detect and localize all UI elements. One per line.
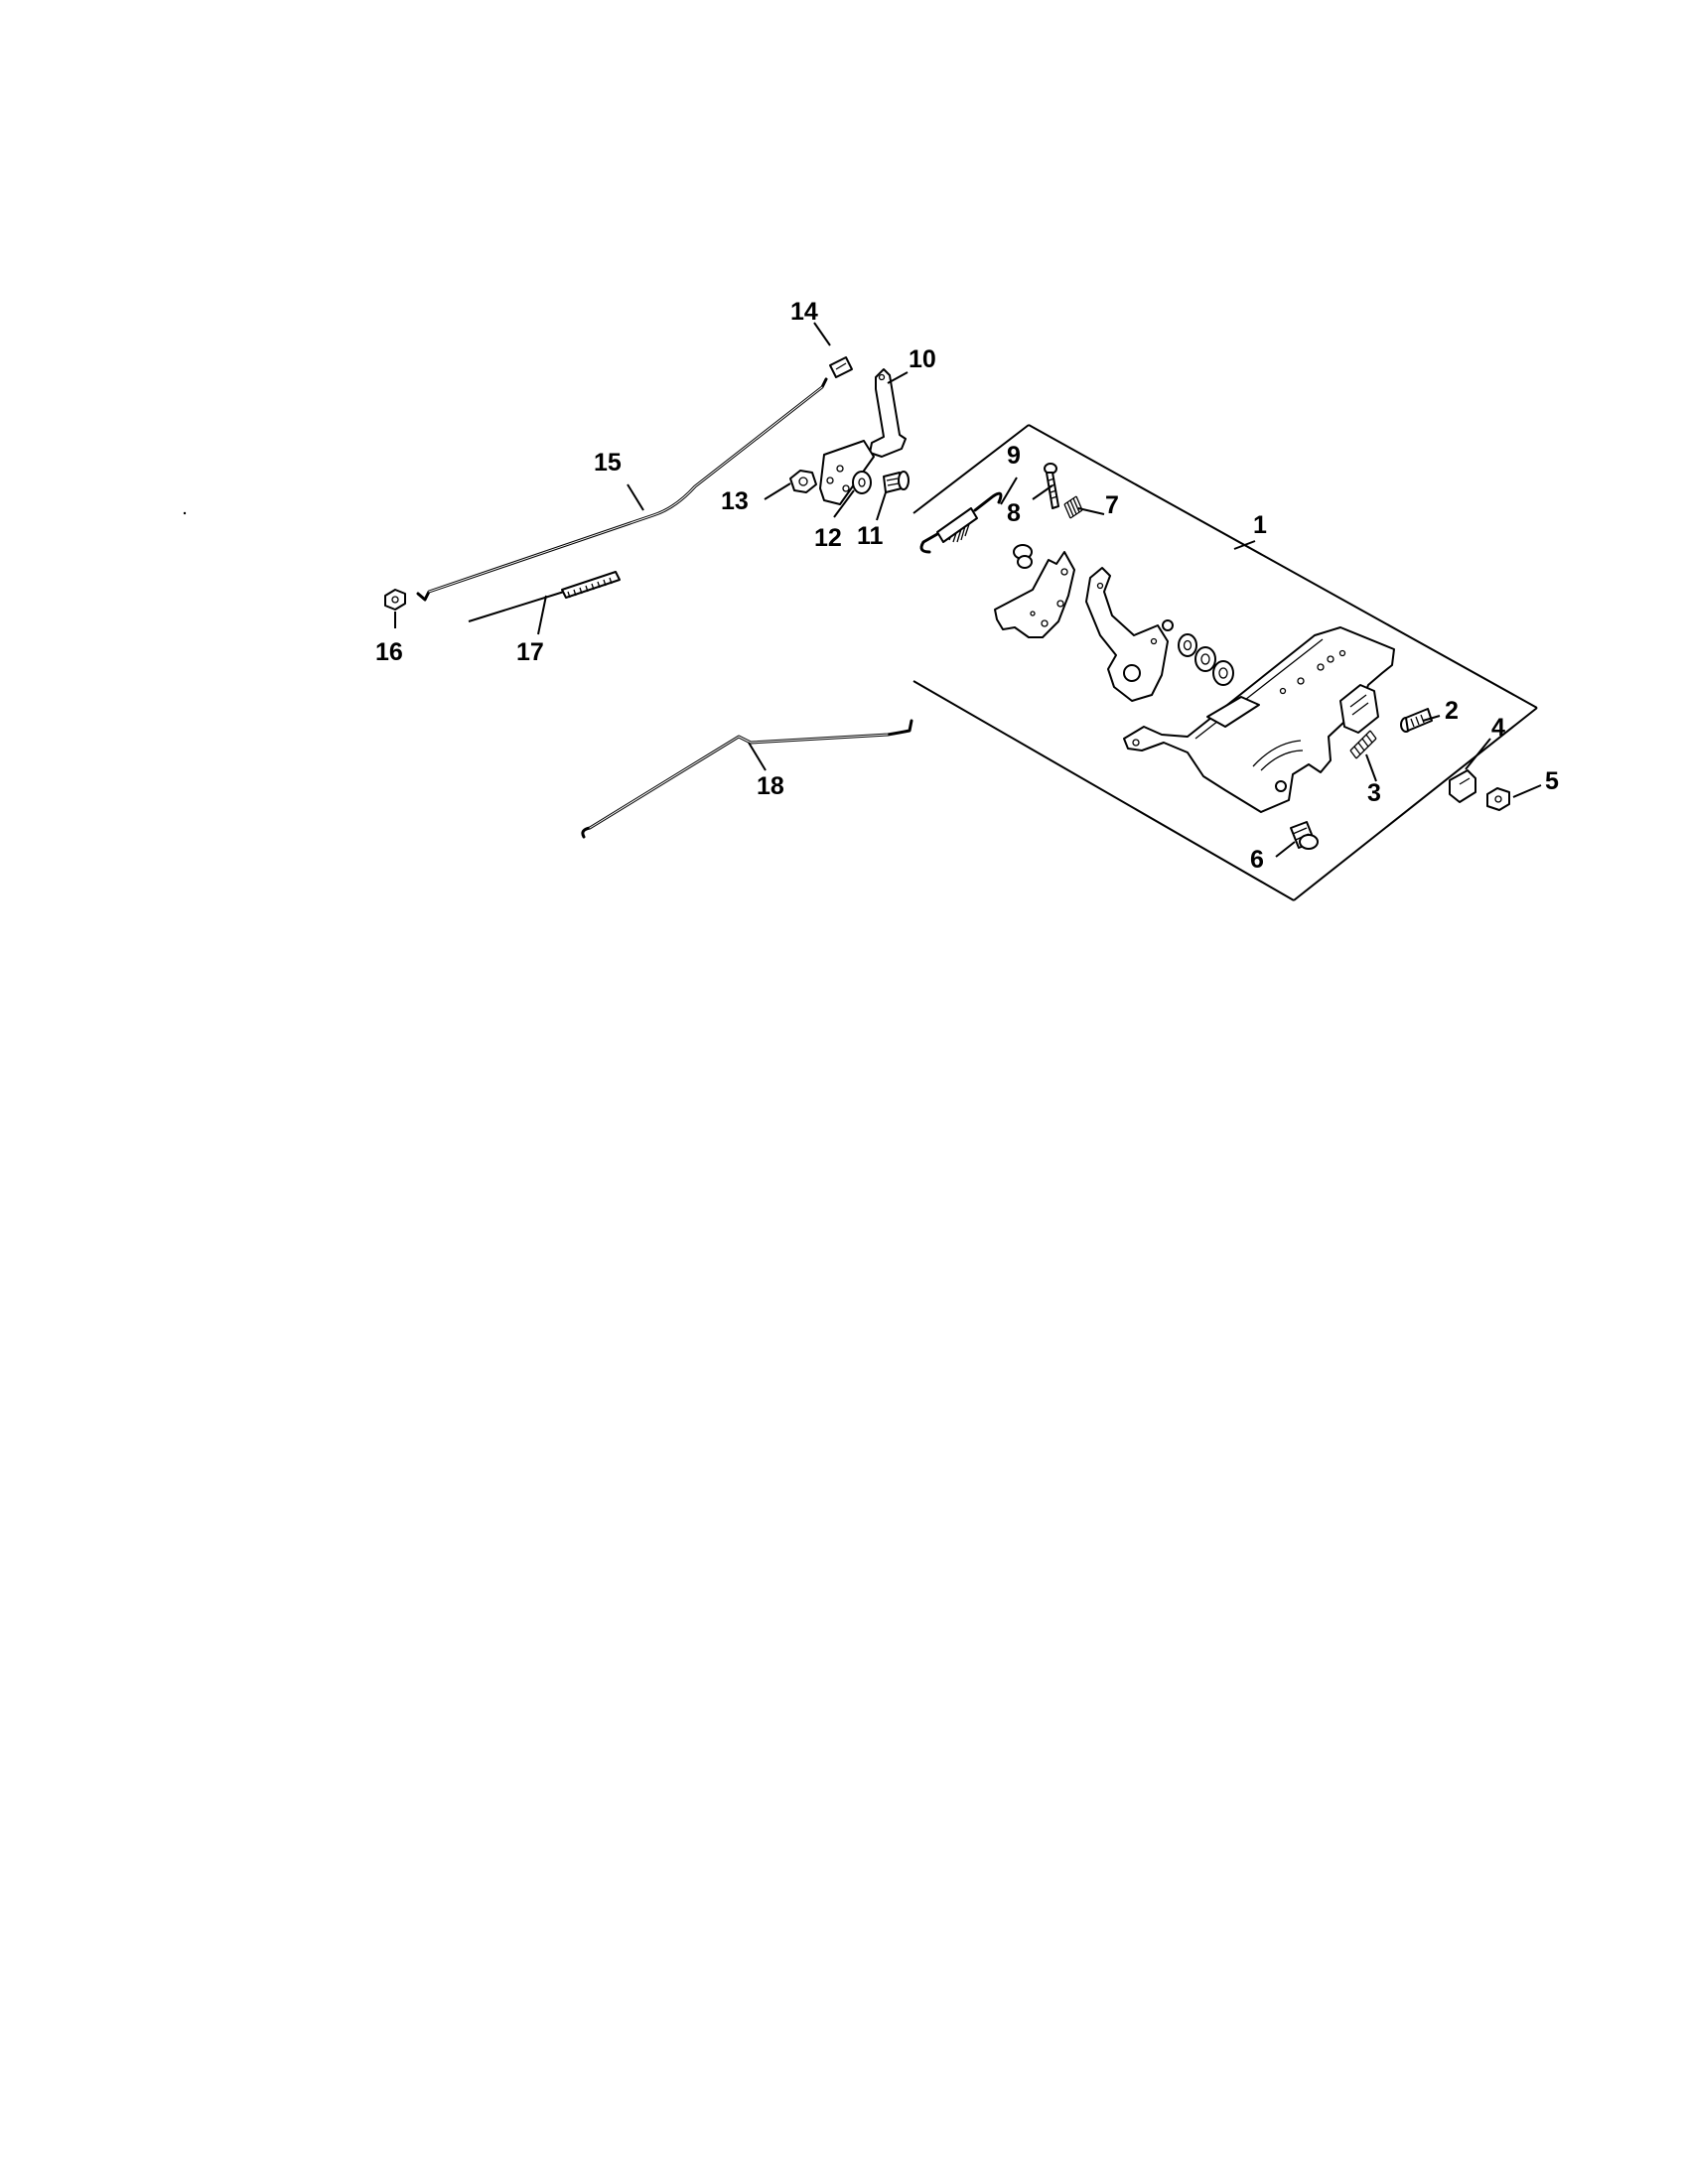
- control-rod-part: [416, 377, 828, 602]
- governor-lever-part: [1085, 567, 1174, 702]
- callout-17: 17: [516, 638, 544, 666]
- fitting-part-16: [384, 589, 406, 611]
- callout-9: 9: [1007, 442, 1021, 470]
- choke-rod-part-18: [581, 719, 913, 839]
- extension-spring-part: [919, 491, 1003, 554]
- speed-control-lever-part: [994, 544, 1075, 638]
- callout-18: 18: [757, 772, 784, 800]
- callout-5: 5: [1545, 767, 1559, 795]
- hex-screw-part-5: [1486, 787, 1510, 811]
- screw-part-8: [1044, 463, 1059, 509]
- shoulder-bolt-part: [883, 471, 910, 493]
- assembly-outline-box: [912, 424, 1538, 901]
- callout-16: 16: [375, 638, 403, 666]
- throttle-lever-part: [819, 368, 907, 505]
- callout-4: 4: [1491, 714, 1505, 742]
- stray-dot: [183, 511, 187, 515]
- callout-6: 6: [1250, 846, 1264, 874]
- bolt-part-2: [1400, 708, 1433, 733]
- callout-15: 15: [594, 449, 622, 477]
- callout-11: 11: [857, 522, 884, 550]
- bolt-part-6: [1290, 821, 1319, 850]
- leader-lines: [394, 322, 1542, 858]
- callout-2: 2: [1445, 697, 1459, 725]
- callout-8: 8: [1007, 499, 1021, 527]
- callout-12: 12: [814, 524, 842, 552]
- bushing-washers-part: [1178, 633, 1234, 686]
- washer-part: [852, 471, 872, 494]
- control-bracket-plate: [1123, 626, 1395, 813]
- callout-1: 1: [1253, 511, 1267, 539]
- compression-spring-part-3: [1349, 730, 1377, 759]
- callout-14: 14: [790, 298, 818, 326]
- callout-7: 7: [1105, 491, 1119, 519]
- callout-13: 13: [721, 487, 749, 515]
- rod-clip-part: [829, 356, 853, 378]
- hex-nut-part: [789, 470, 817, 493]
- spring-rod-part-17: [468, 571, 621, 622]
- callout-10: 10: [909, 345, 936, 373]
- compression-spring-part-7: [1063, 495, 1083, 519]
- clip-bracket-part-4: [1449, 769, 1476, 803]
- callout-3: 3: [1367, 779, 1381, 807]
